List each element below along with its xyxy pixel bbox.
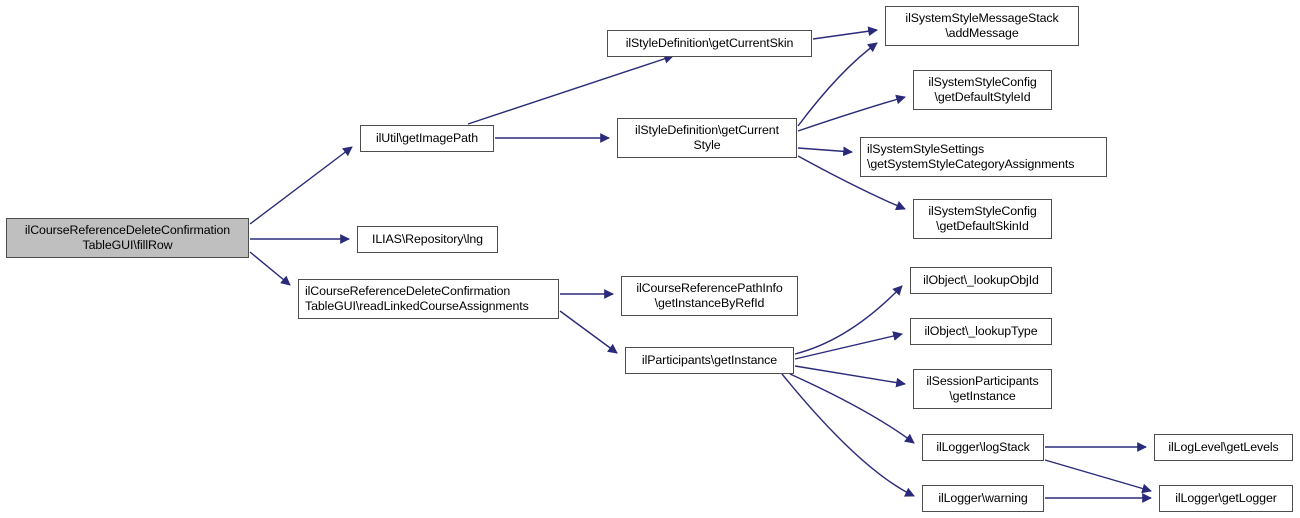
- graph-node-getcurrentskin[interactable]: ilStyleDefinition\getCurrentSkin: [607, 30, 812, 57]
- edge-getcurrentskin-to-msgstack: [812, 26, 878, 40]
- graph-node-fillrow[interactable]: ilCourseReferenceDeleteConfirmation Tabl…: [6, 218, 249, 258]
- graph-node-categoryassign[interactable]: ilSystemStyleSettings \getSystemStyleCat…: [860, 137, 1107, 177]
- edge-participants-to-lookupobjid: [794, 285, 903, 355]
- graph-node-sessionparticipants[interactable]: ilSessionParticipants \getInstance: [913, 369, 1052, 409]
- edge-fillrow-to-readlinked: [249, 251, 291, 286]
- graph-node-defaultskinid[interactable]: ilSystemStyleConfig \getDefaultSkinId: [913, 199, 1052, 239]
- edge-participants-to-logstack: [789, 373, 915, 444]
- edge-fillrow-to-getimagepath: [249, 146, 353, 225]
- graph-node-logstack[interactable]: ilLogger\logStack: [922, 434, 1044, 461]
- graph-node-lookuptype[interactable]: ilObject\_lookupType: [910, 318, 1052, 345]
- edge-participants-to-sessionparticipants: [794, 365, 906, 388]
- edge-getcurrentstyle-to-categoryassign: [797, 146, 853, 157]
- graph-node-readlinked[interactable]: ilCourseReferenceDeleteConfirmation Tabl…: [298, 279, 559, 319]
- graph-node-msgstack[interactable]: ilSystemStyleMessageStack \addMessage: [885, 6, 1079, 46]
- graph-node-getimagepath[interactable]: ilUtil\getImagePath: [360, 125, 494, 152]
- graph-node-getlogger[interactable]: ilLogger\getLogger: [1159, 485, 1293, 512]
- graph-node-getlevels[interactable]: ilLogLevel\getLevels: [1154, 434, 1293, 461]
- edge-readlinked-to-participants: [559, 310, 618, 354]
- graph-node-warning[interactable]: ilLogger\warning: [922, 485, 1044, 512]
- edge-getcurrentstyle-to-defaultstyleid: [797, 94, 906, 132]
- edge-participants-to-warning: [781, 373, 915, 497]
- edge-participants-to-lookuptype: [794, 331, 903, 360]
- graph-node-lookupobjid[interactable]: ilObject\_lookupObjId: [910, 267, 1052, 294]
- graph-node-getcurrentstyle[interactable]: ilStyleDefinition\getCurrent Style: [617, 118, 797, 158]
- edge-logstack-to-getlogger: [1044, 459, 1152, 494]
- graph-node-participants[interactable]: ilParticipants\getInstance: [625, 347, 794, 374]
- graph-node-defaultstyleid[interactable]: ilSystemStyleConfig \getDefaultStyleId: [913, 70, 1052, 110]
- graph-node-ilias-repo-lng[interactable]: ILIAS\Repository\lng: [357, 226, 498, 253]
- graph-node-pathinfo[interactable]: ilCourseReferencePathInfo \getInstanceBy…: [621, 276, 798, 316]
- edge-getimagepath-to-getcurrentskin: [467, 54, 674, 125]
